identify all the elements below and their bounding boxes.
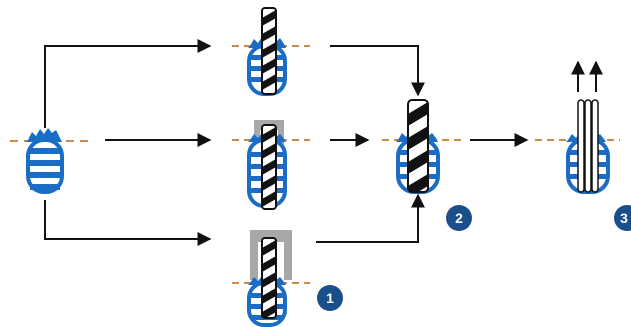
anchor-icon: [26, 138, 64, 194]
drill-bit-icon: [261, 237, 277, 319]
step-badge-3: 3: [614, 205, 631, 231]
variant-drill-sleeve: [232, 120, 310, 210]
variant-drill-only: [232, 7, 310, 96]
svg-text:1: 1: [326, 290, 334, 306]
arrow-top-to-step2: [330, 45, 425, 97]
svg-text:2: 2: [455, 210, 463, 226]
drill-bit-icon: [261, 124, 277, 210]
arrow-top: [44, 39, 212, 128]
drill-bit-icon: [407, 99, 429, 193]
step2-drilling: [382, 99, 465, 194]
step3-extraction: [535, 60, 620, 194]
variant-drill-tall-sleeve: [232, 230, 310, 327]
step-badge-1: 1: [317, 285, 343, 311]
drill-bit-icon: [261, 7, 277, 95]
arrow-bottom: [44, 200, 212, 246]
arrow-bot-to-step2: [316, 193, 425, 243]
step-badge-2: 2: [446, 205, 472, 231]
flow-arrows: [44, 39, 529, 246]
svg-text:3: 3: [620, 210, 628, 226]
source-anchor: [10, 128, 90, 194]
pin-bundle-icon: [577, 99, 599, 193]
